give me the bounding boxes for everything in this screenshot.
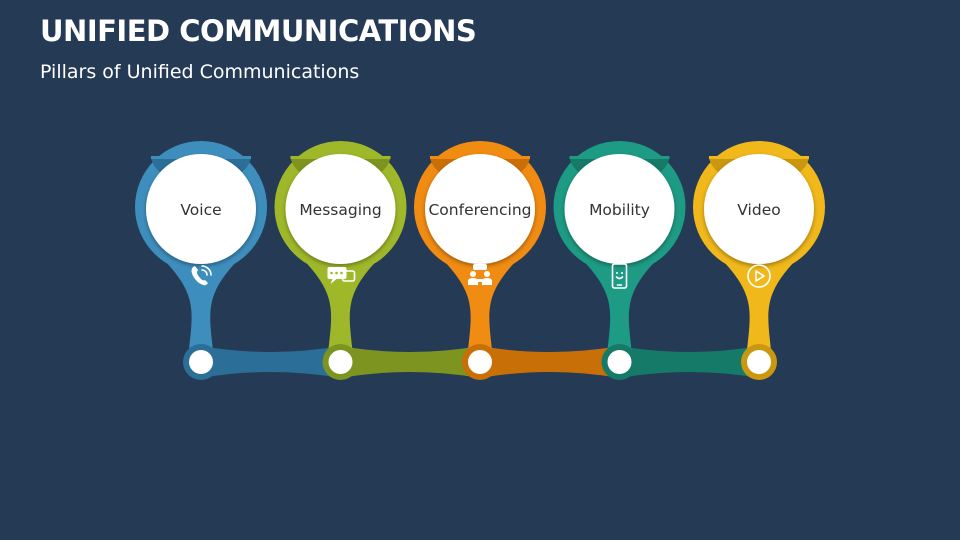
pillar-circle [704,154,814,264]
page-subtitle: Pillars of Unified Communications [40,61,360,83]
pillar-circle [285,154,396,264]
pillar-circle [146,154,256,264]
connector-segment [619,346,759,378]
pillar-conferencing: Conferencing [414,141,546,380]
pillar-node [328,350,353,374]
pillar-video: Video [693,141,825,380]
pillar-label: Mobility [589,201,650,219]
pillar-label: Voice [180,201,221,219]
pillar-stem [723,261,795,350]
pillar-label: Video [737,201,780,219]
connector-segment [201,346,341,378]
pillar-stem [304,261,377,350]
pillar-node [747,350,771,374]
pillar-stem [444,261,516,350]
phone-icon [191,265,212,286]
pillar-node [189,350,213,374]
pillar-label: Messaging [299,201,381,219]
pillar-label: Conferencing [428,201,531,219]
pillar-circle [564,154,675,264]
smartphone-icon [611,263,628,289]
meeting-icon [468,264,492,285]
pillar-mobility: Mobility [553,141,686,380]
pillar-stem [165,261,237,350]
connector-segment [340,346,480,378]
pillar-circle [425,154,535,264]
pillar-voice: Voice [135,141,267,380]
chat-bubbles-icon [327,267,356,284]
connector-segment [480,346,620,378]
play-button-icon [747,264,771,288]
pillar-node [468,350,492,374]
pillar-stem [583,261,656,350]
connector-band [201,346,759,378]
pillar-messaging: Messaging [274,141,407,380]
page-title: UNIFIED COMMUNICATIONS [40,14,477,48]
pillar-node [607,350,632,374]
